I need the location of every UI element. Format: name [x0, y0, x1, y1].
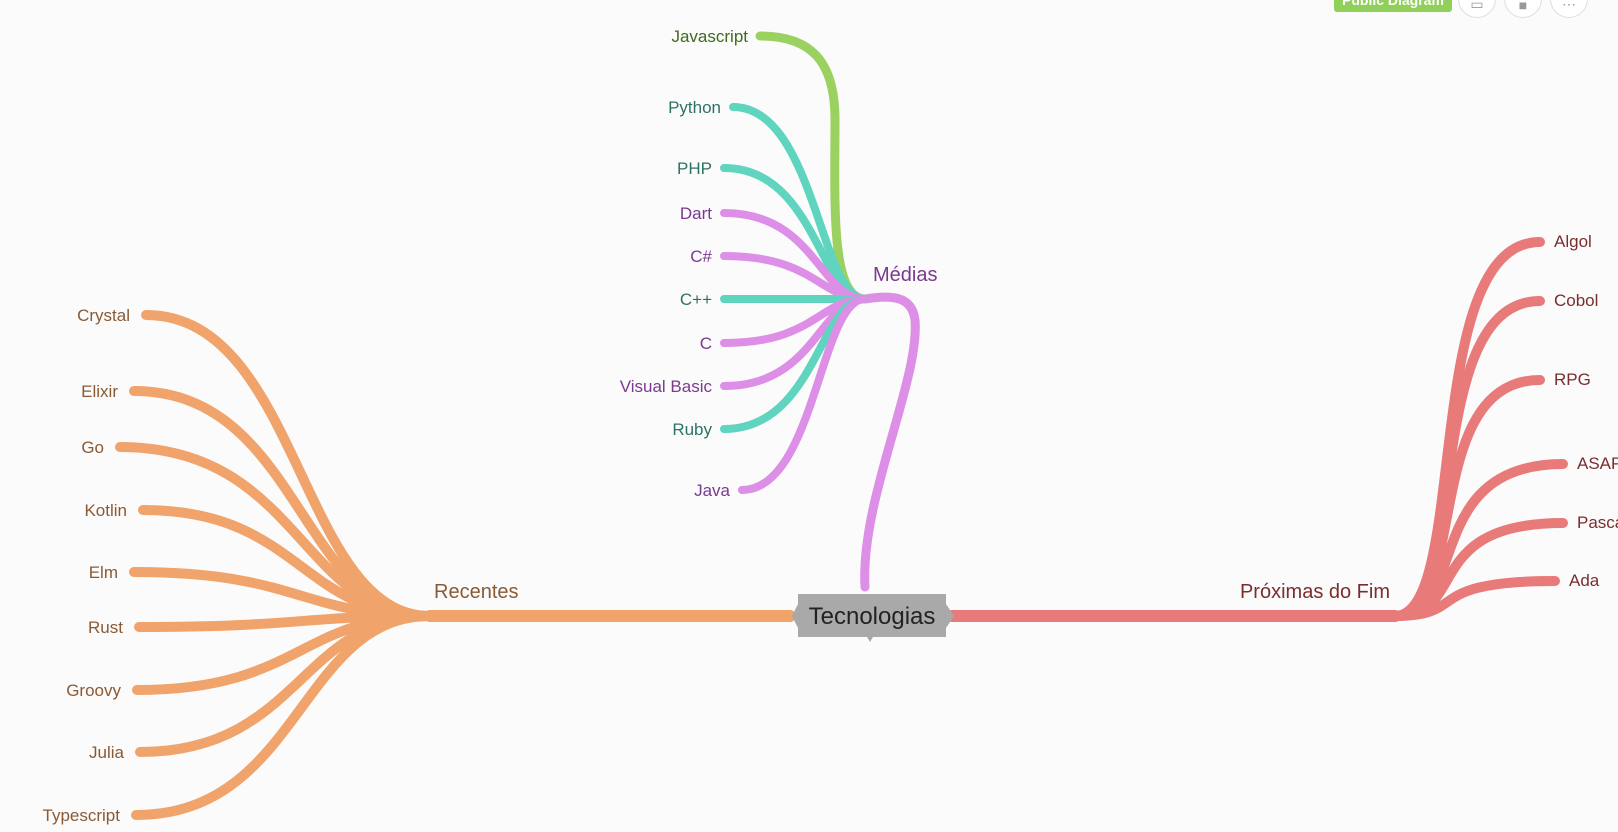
node-cobol[interactable]: Cobol: [1554, 291, 1598, 310]
node-c[interactable]: C++: [680, 290, 712, 309]
link-java: [738, 295, 869, 494]
center-node[interactable]: Tecnologias: [792, 594, 954, 642]
node-dart[interactable]: Dart: [680, 204, 712, 223]
node-javascript[interactable]: Javascript: [671, 27, 748, 46]
link-ada: [1390, 576, 1560, 621]
branch-label-proximas[interactable]: Próximas do Fim: [1240, 581, 1390, 603]
node-algol[interactable]: Algol: [1554, 232, 1592, 251]
node-go[interactable]: Go: [81, 438, 104, 457]
node-groovy[interactable]: Groovy: [66, 681, 121, 700]
branch-label-recentes[interactable]: Recentes: [434, 581, 519, 603]
node-elixir[interactable]: Elixir: [81, 382, 118, 401]
node-elm[interactable]: Elm: [89, 563, 118, 582]
node-python[interactable]: Python: [668, 98, 721, 117]
node-rust[interactable]: Rust: [88, 618, 123, 637]
center-node-shape: [792, 594, 954, 642]
public-diagram-label: Public Diagram: [1342, 0, 1444, 8]
node-visual-basic[interactable]: Visual Basic: [620, 377, 713, 396]
node-crystal[interactable]: Crystal: [77, 306, 130, 325]
node-ruby[interactable]: Ruby: [672, 420, 712, 439]
node-julia[interactable]: Julia: [89, 743, 125, 762]
node-c[interactable]: C: [700, 334, 712, 353]
mindmap-links: [115, 31, 1568, 820]
node-typescript[interactable]: Typescript: [43, 806, 121, 825]
node-c[interactable]: C#: [690, 247, 712, 266]
link-typescript: [131, 611, 435, 820]
node-rpg[interactable]: RPG: [1554, 370, 1591, 389]
branch-label-medias[interactable]: Médias: [873, 264, 937, 286]
node-kotlin[interactable]: Kotlin: [84, 501, 127, 520]
node-pascal[interactable]: Pascal: [1577, 513, 1618, 532]
node-ada[interactable]: Ada: [1569, 571, 1600, 590]
node-asap[interactable]: ASAP: [1577, 454, 1618, 473]
center-node-label: Tecnologias: [809, 603, 936, 630]
node-java[interactable]: Java: [694, 481, 730, 500]
node-php[interactable]: PHP: [677, 159, 712, 178]
branch-link-medias: [860, 292, 920, 592]
link-elm: [129, 567, 435, 621]
public-diagram-badge[interactable]: Public Diagram: [1334, 0, 1452, 12]
